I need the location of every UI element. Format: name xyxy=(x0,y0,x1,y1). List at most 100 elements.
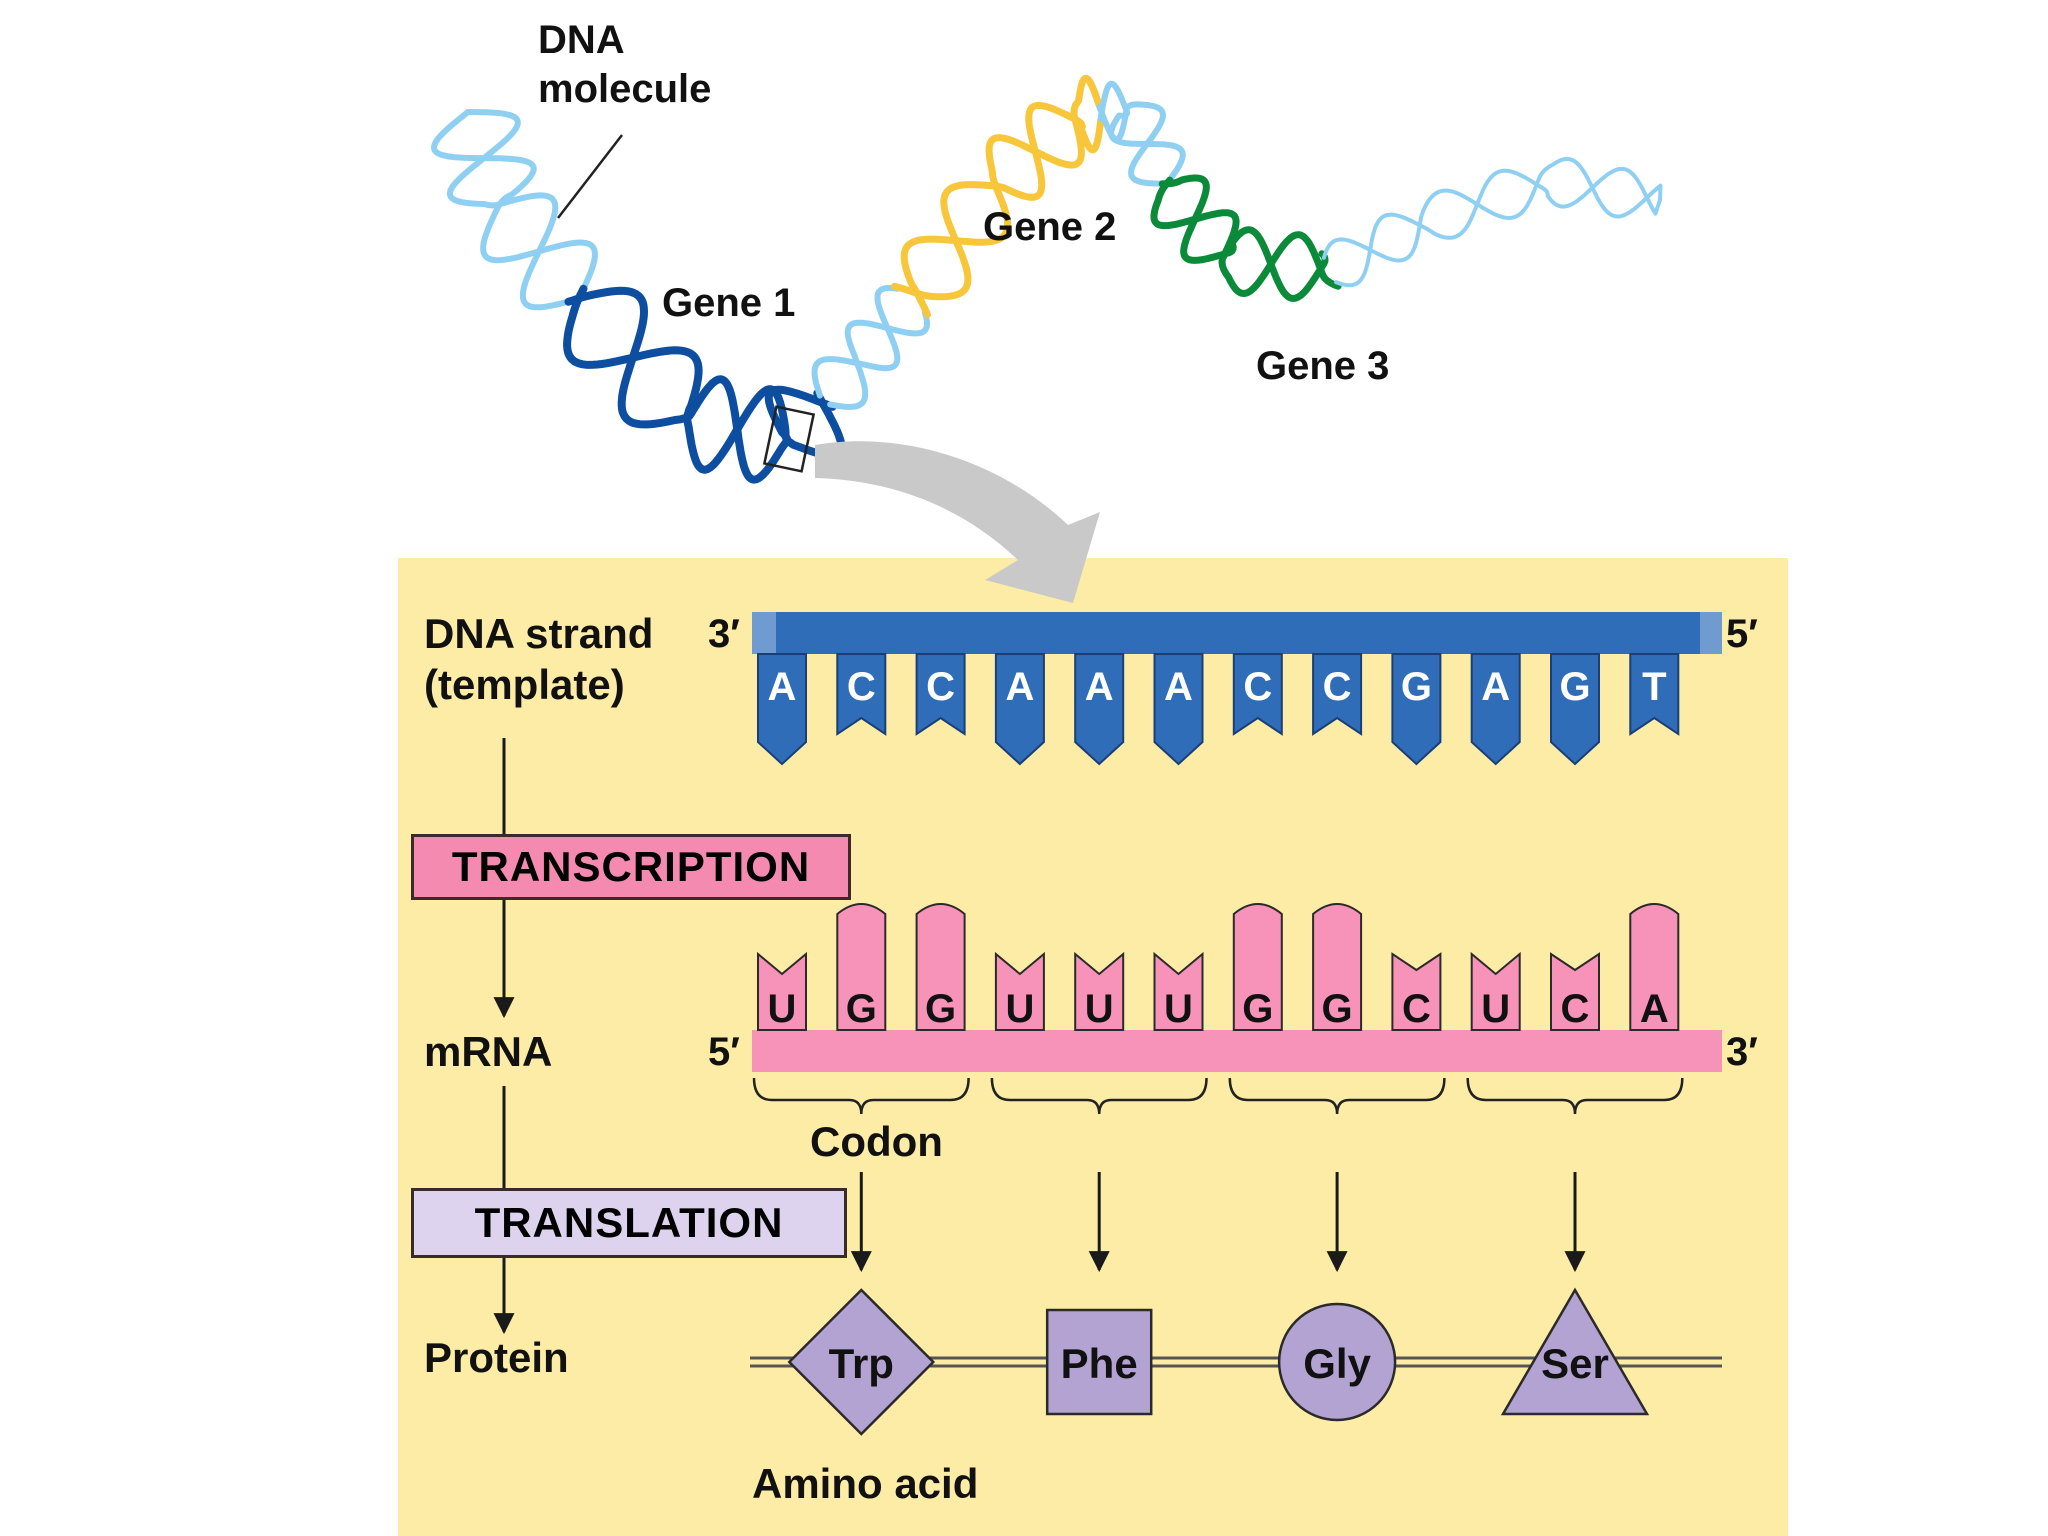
mrna-base-letter: U xyxy=(768,987,797,1031)
dna-base-shape xyxy=(915,653,966,736)
mrna-base-letter: G xyxy=(1242,987,1273,1031)
noncoding-dna-strand-2 xyxy=(1096,101,1166,187)
codon-brace xyxy=(990,1077,1208,1115)
amino-acid-name: Phe xyxy=(1061,1340,1138,1387)
mrna-base-letter: G xyxy=(925,987,956,1031)
gene2-label: Gene 2 xyxy=(983,205,1117,249)
gene2-strand-2 xyxy=(900,74,1103,319)
noncoding-dna-strand-2 xyxy=(827,309,930,410)
noncoding-dna-strand-2 xyxy=(1321,156,1663,263)
dna-base-shape xyxy=(994,653,1045,766)
amino-acid-diamond xyxy=(787,1288,936,1436)
codon-label: Codon xyxy=(810,1118,943,1165)
zoom-box xyxy=(762,405,816,473)
dna-base-shape xyxy=(1312,653,1363,736)
codon-brace xyxy=(1228,1077,1446,1115)
mrna-base-shape xyxy=(1391,952,1442,1031)
dna-base-shape xyxy=(1391,653,1442,766)
dna-base-letter: A xyxy=(1481,665,1510,709)
amino-acid-label: Amino acid xyxy=(752,1460,979,1507)
dna-base-letter: G xyxy=(1401,665,1432,709)
dna-base-letter: G xyxy=(1559,665,1590,709)
noncoding-dna-strand-2 xyxy=(446,109,572,311)
dna-base-shape xyxy=(1550,653,1600,766)
mrna-base-shape xyxy=(1629,903,1680,1031)
amino-acid-name: Gly xyxy=(1303,1340,1371,1387)
mrna-base-shape xyxy=(1470,951,1521,1031)
dna-molecule-label: DNA molecule xyxy=(538,16,711,114)
mrna-base-letter: A xyxy=(1640,987,1669,1031)
dna-template-backbone xyxy=(752,612,1722,654)
codon-brace xyxy=(1466,1077,1684,1115)
dna-backbone-fade-right xyxy=(1700,612,1722,654)
dna-base-letter: T xyxy=(1642,665,1666,709)
dna-base-shape xyxy=(757,653,807,766)
gene1-label: Gene 1 xyxy=(662,281,796,325)
translation-box: TRANSLATION xyxy=(411,1188,847,1258)
dna-base-letter: C xyxy=(926,665,955,709)
mrna-base-shape xyxy=(915,903,966,1031)
mrna-label: mRNA xyxy=(424,1028,553,1075)
dna-strand-label: DNA strand (template) xyxy=(424,608,653,710)
mrna-base-letter: U xyxy=(1481,987,1510,1031)
gene3-strand-2 xyxy=(1158,174,1329,302)
mrna-base-letter: C xyxy=(1561,987,1590,1031)
mrna-base-shape xyxy=(1312,903,1363,1031)
dna-base-shape xyxy=(1232,653,1283,736)
mrna-base-letter: U xyxy=(1005,987,1034,1031)
dna-backbone-fade-left xyxy=(752,612,776,654)
zoom-arrow xyxy=(815,441,1100,603)
amino-acid-triangle xyxy=(1500,1287,1650,1416)
mrna-base-letter: C xyxy=(1402,987,1431,1031)
mrna-5prime-label: 5′ xyxy=(708,1030,740,1074)
dna-molecule-label-line1: DNA xyxy=(538,18,625,62)
dna-molecule-pointer xyxy=(557,134,623,219)
transcription-box: TRANSCRIPTION xyxy=(411,834,851,900)
noncoding-dna-strand-1 xyxy=(811,284,901,399)
dna-base-shape xyxy=(1153,653,1204,766)
mrna-base-shape xyxy=(757,951,807,1031)
mrna-base-letter: G xyxy=(846,987,877,1031)
dna-base-letter: A xyxy=(1164,665,1193,709)
amino-acid-name: Trp xyxy=(829,1340,894,1387)
mrna-base-letter: U xyxy=(1085,987,1114,1031)
dna-base-letter: C xyxy=(1243,665,1272,709)
dna-base-letter: A xyxy=(1085,665,1114,709)
mrna-3prime-label: 3′ xyxy=(1726,1030,1758,1074)
gene3-label: Gene 3 xyxy=(1256,344,1390,388)
dna-base-letter: C xyxy=(1323,665,1352,709)
dna-molecule-label-line2: molecule xyxy=(538,66,712,111)
dna-base-letter: A xyxy=(768,665,797,709)
dna-base-shape xyxy=(1629,653,1680,736)
mrna-base-shape xyxy=(1153,951,1204,1031)
dna-base-shape xyxy=(1074,653,1125,766)
dna-base-letter: C xyxy=(847,665,876,709)
protein-label: Protein xyxy=(424,1334,569,1381)
amino-acid-square xyxy=(1045,1308,1153,1416)
mrna-base-shape xyxy=(836,903,887,1031)
codon-brace xyxy=(752,1077,970,1115)
amino-acid-chain: Trp Phe Gly Ser xyxy=(787,1287,1650,1436)
mrna-base-shape xyxy=(1232,903,1283,1031)
gene2-strand-1 xyxy=(891,101,1105,301)
noncoding-dna-strand-1 xyxy=(1334,166,1662,288)
mrna-base-shape xyxy=(1550,952,1600,1031)
mrna-base-shape xyxy=(994,951,1045,1031)
dna-strand-label-line1: DNA strand xyxy=(424,610,654,657)
dna-molecule xyxy=(431,74,1663,484)
mrna-base-shape xyxy=(1074,951,1125,1031)
amino-acid-circle xyxy=(1277,1302,1397,1422)
codon-arrows xyxy=(850,1172,1586,1273)
gene3-strand-1 xyxy=(1150,176,1342,297)
dna-3prime-label: 3′ xyxy=(708,612,740,656)
dna-strand-label-line2: (template) xyxy=(424,661,625,709)
dna-base-shape xyxy=(1470,653,1521,766)
dna-base-shape xyxy=(836,653,887,736)
codon-braces xyxy=(752,1077,1684,1115)
dna-5prime-label: 5′ xyxy=(1726,612,1758,656)
amino-acid-name: Ser xyxy=(1541,1340,1609,1387)
dna-base-letter: A xyxy=(1005,665,1034,709)
